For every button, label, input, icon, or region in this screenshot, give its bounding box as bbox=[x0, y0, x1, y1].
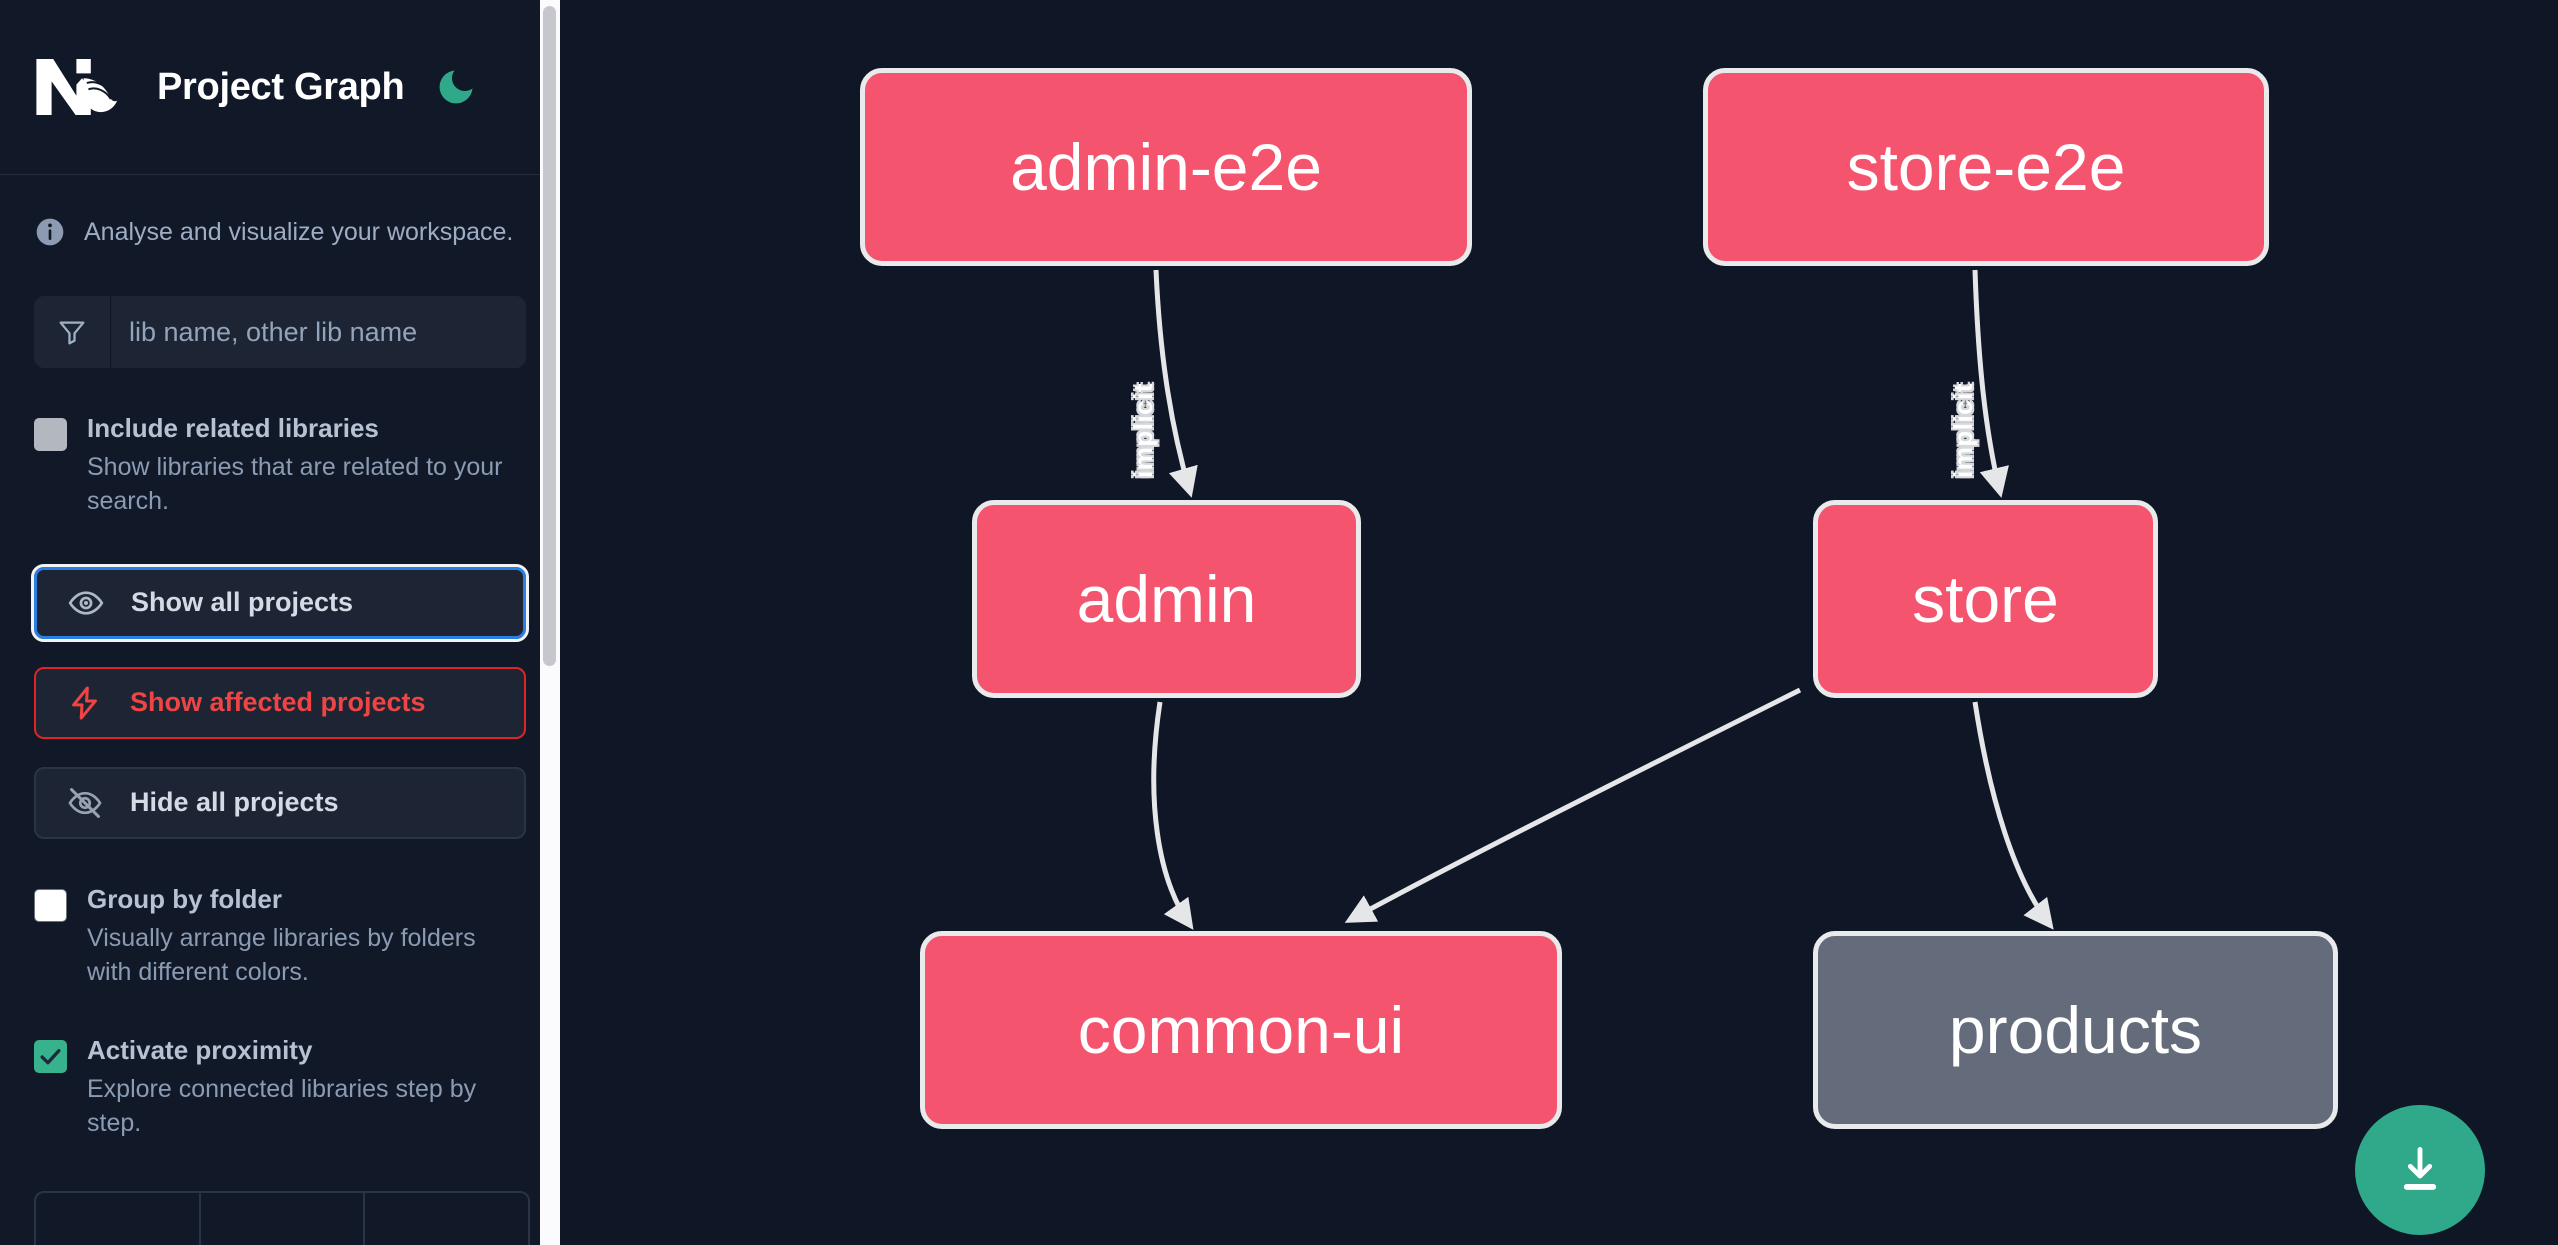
checkbox-activate-proximity[interactable]: Activate proximity Explore connected lib… bbox=[0, 1034, 560, 1141]
search-input[interactable] bbox=[111, 296, 526, 368]
toolbar-segment-2[interactable] bbox=[201, 1193, 366, 1245]
funnel-icon[interactable] bbox=[34, 296, 111, 368]
checkbox-label: Include related libraries bbox=[87, 413, 379, 443]
eye-icon bbox=[67, 584, 105, 622]
sidebar-action-buttons: Show all projects Show affected projects bbox=[0, 563, 560, 839]
checkbox-description: Explore connected libraries step by step… bbox=[87, 1074, 477, 1138]
workspace-info: Analyse and visualize your workspace. bbox=[0, 175, 560, 248]
checkbox-group-by-folder[interactable]: Group by folder Visually arrange librari… bbox=[0, 883, 560, 990]
moon-icon[interactable] bbox=[434, 65, 478, 109]
page-title: Project Graph bbox=[157, 65, 405, 108]
workspace-info-text: Analyse and visualize your workspace. bbox=[84, 217, 514, 246]
hide-all-projects-button[interactable]: Hide all projects bbox=[34, 766, 526, 839]
eye-off-icon bbox=[66, 784, 104, 822]
show-affected-projects-label: Show affected projects bbox=[130, 687, 426, 718]
graph-edges-layer bbox=[1151, 269, 2054, 930]
sidebar-scrollbar[interactable] bbox=[540, 0, 560, 1245]
toolbar-segment-1[interactable] bbox=[36, 1193, 201, 1245]
checkbox-description: Show libraries that are related to your … bbox=[87, 452, 503, 516]
graph-node-admin[interactable]: admin bbox=[972, 500, 1361, 698]
sidebar-scrollbar-thumb[interactable] bbox=[543, 6, 556, 666]
edge-store-e2e-to-store bbox=[1972, 269, 2009, 498]
node-label: store-e2e bbox=[1846, 130, 2126, 204]
graph-node-store-e2e[interactable]: store-e2e bbox=[1703, 68, 2269, 266]
checkbox-indicator[interactable] bbox=[34, 888, 67, 922]
show-all-projects-label: Show all projects bbox=[131, 587, 354, 618]
nx-logo-icon bbox=[34, 54, 130, 120]
graph-node-admin-e2e[interactable]: admin-e2e bbox=[860, 68, 1472, 266]
edge-admin-to-common-ui bbox=[1151, 701, 1194, 930]
download-image-button[interactable] bbox=[2355, 1105, 2485, 1235]
checkbox-label: Group by folder bbox=[87, 883, 282, 914]
checkbox-indicator[interactable] bbox=[34, 1039, 67, 1073]
graph-canvas[interactable]: admin-e2e store-e2e admin store common-u… bbox=[560, 0, 2558, 1245]
edge-store-to-common-ui bbox=[1344, 687, 1802, 923]
download-icon bbox=[2403, 1147, 2437, 1190]
checkbox-description: Visually arrange libraries by folders wi… bbox=[87, 923, 476, 987]
edge-admin-e2e-to-admin bbox=[1153, 269, 1198, 498]
checkbox-label: Activate proximity bbox=[87, 1034, 313, 1065]
node-label: store bbox=[1912, 562, 2059, 636]
node-label: products bbox=[1948, 993, 2203, 1067]
node-label: admin bbox=[1076, 562, 1257, 636]
sidebar-bottom-toolbar[interactable] bbox=[34, 1191, 530, 1245]
sidebar: Project Graph Analyse and visualize your… bbox=[0, 0, 560, 1245]
edge-label-implicit-admin: implicit bbox=[1128, 382, 1159, 479]
checkbox-indicator[interactable] bbox=[34, 418, 67, 451]
edge-store-to-products bbox=[1972, 701, 2054, 930]
hide-all-projects-label: Hide all projects bbox=[130, 787, 339, 818]
graph-node-products[interactable]: products bbox=[1813, 931, 2338, 1129]
node-label: admin-e2e bbox=[1010, 130, 1322, 204]
show-affected-projects-button[interactable]: Show affected projects bbox=[34, 666, 526, 739]
edge-label-implicit-store: implicit bbox=[1948, 382, 1979, 479]
toolbar-segment-3[interactable] bbox=[365, 1193, 528, 1245]
info-icon bbox=[34, 216, 66, 248]
graph-node-common-ui[interactable]: common-ui bbox=[920, 931, 1562, 1129]
checkbox-include-related-libraries[interactable]: Include related libraries Show libraries… bbox=[0, 413, 560, 519]
lightning-icon bbox=[66, 684, 104, 722]
sidebar-header: Project Graph bbox=[0, 0, 560, 175]
node-label: common-ui bbox=[1077, 993, 1405, 1067]
show-all-projects-button[interactable]: Show all projects bbox=[31, 563, 529, 642]
search-bar bbox=[34, 296, 526, 368]
graph-node-store[interactable]: store bbox=[1813, 500, 2158, 698]
